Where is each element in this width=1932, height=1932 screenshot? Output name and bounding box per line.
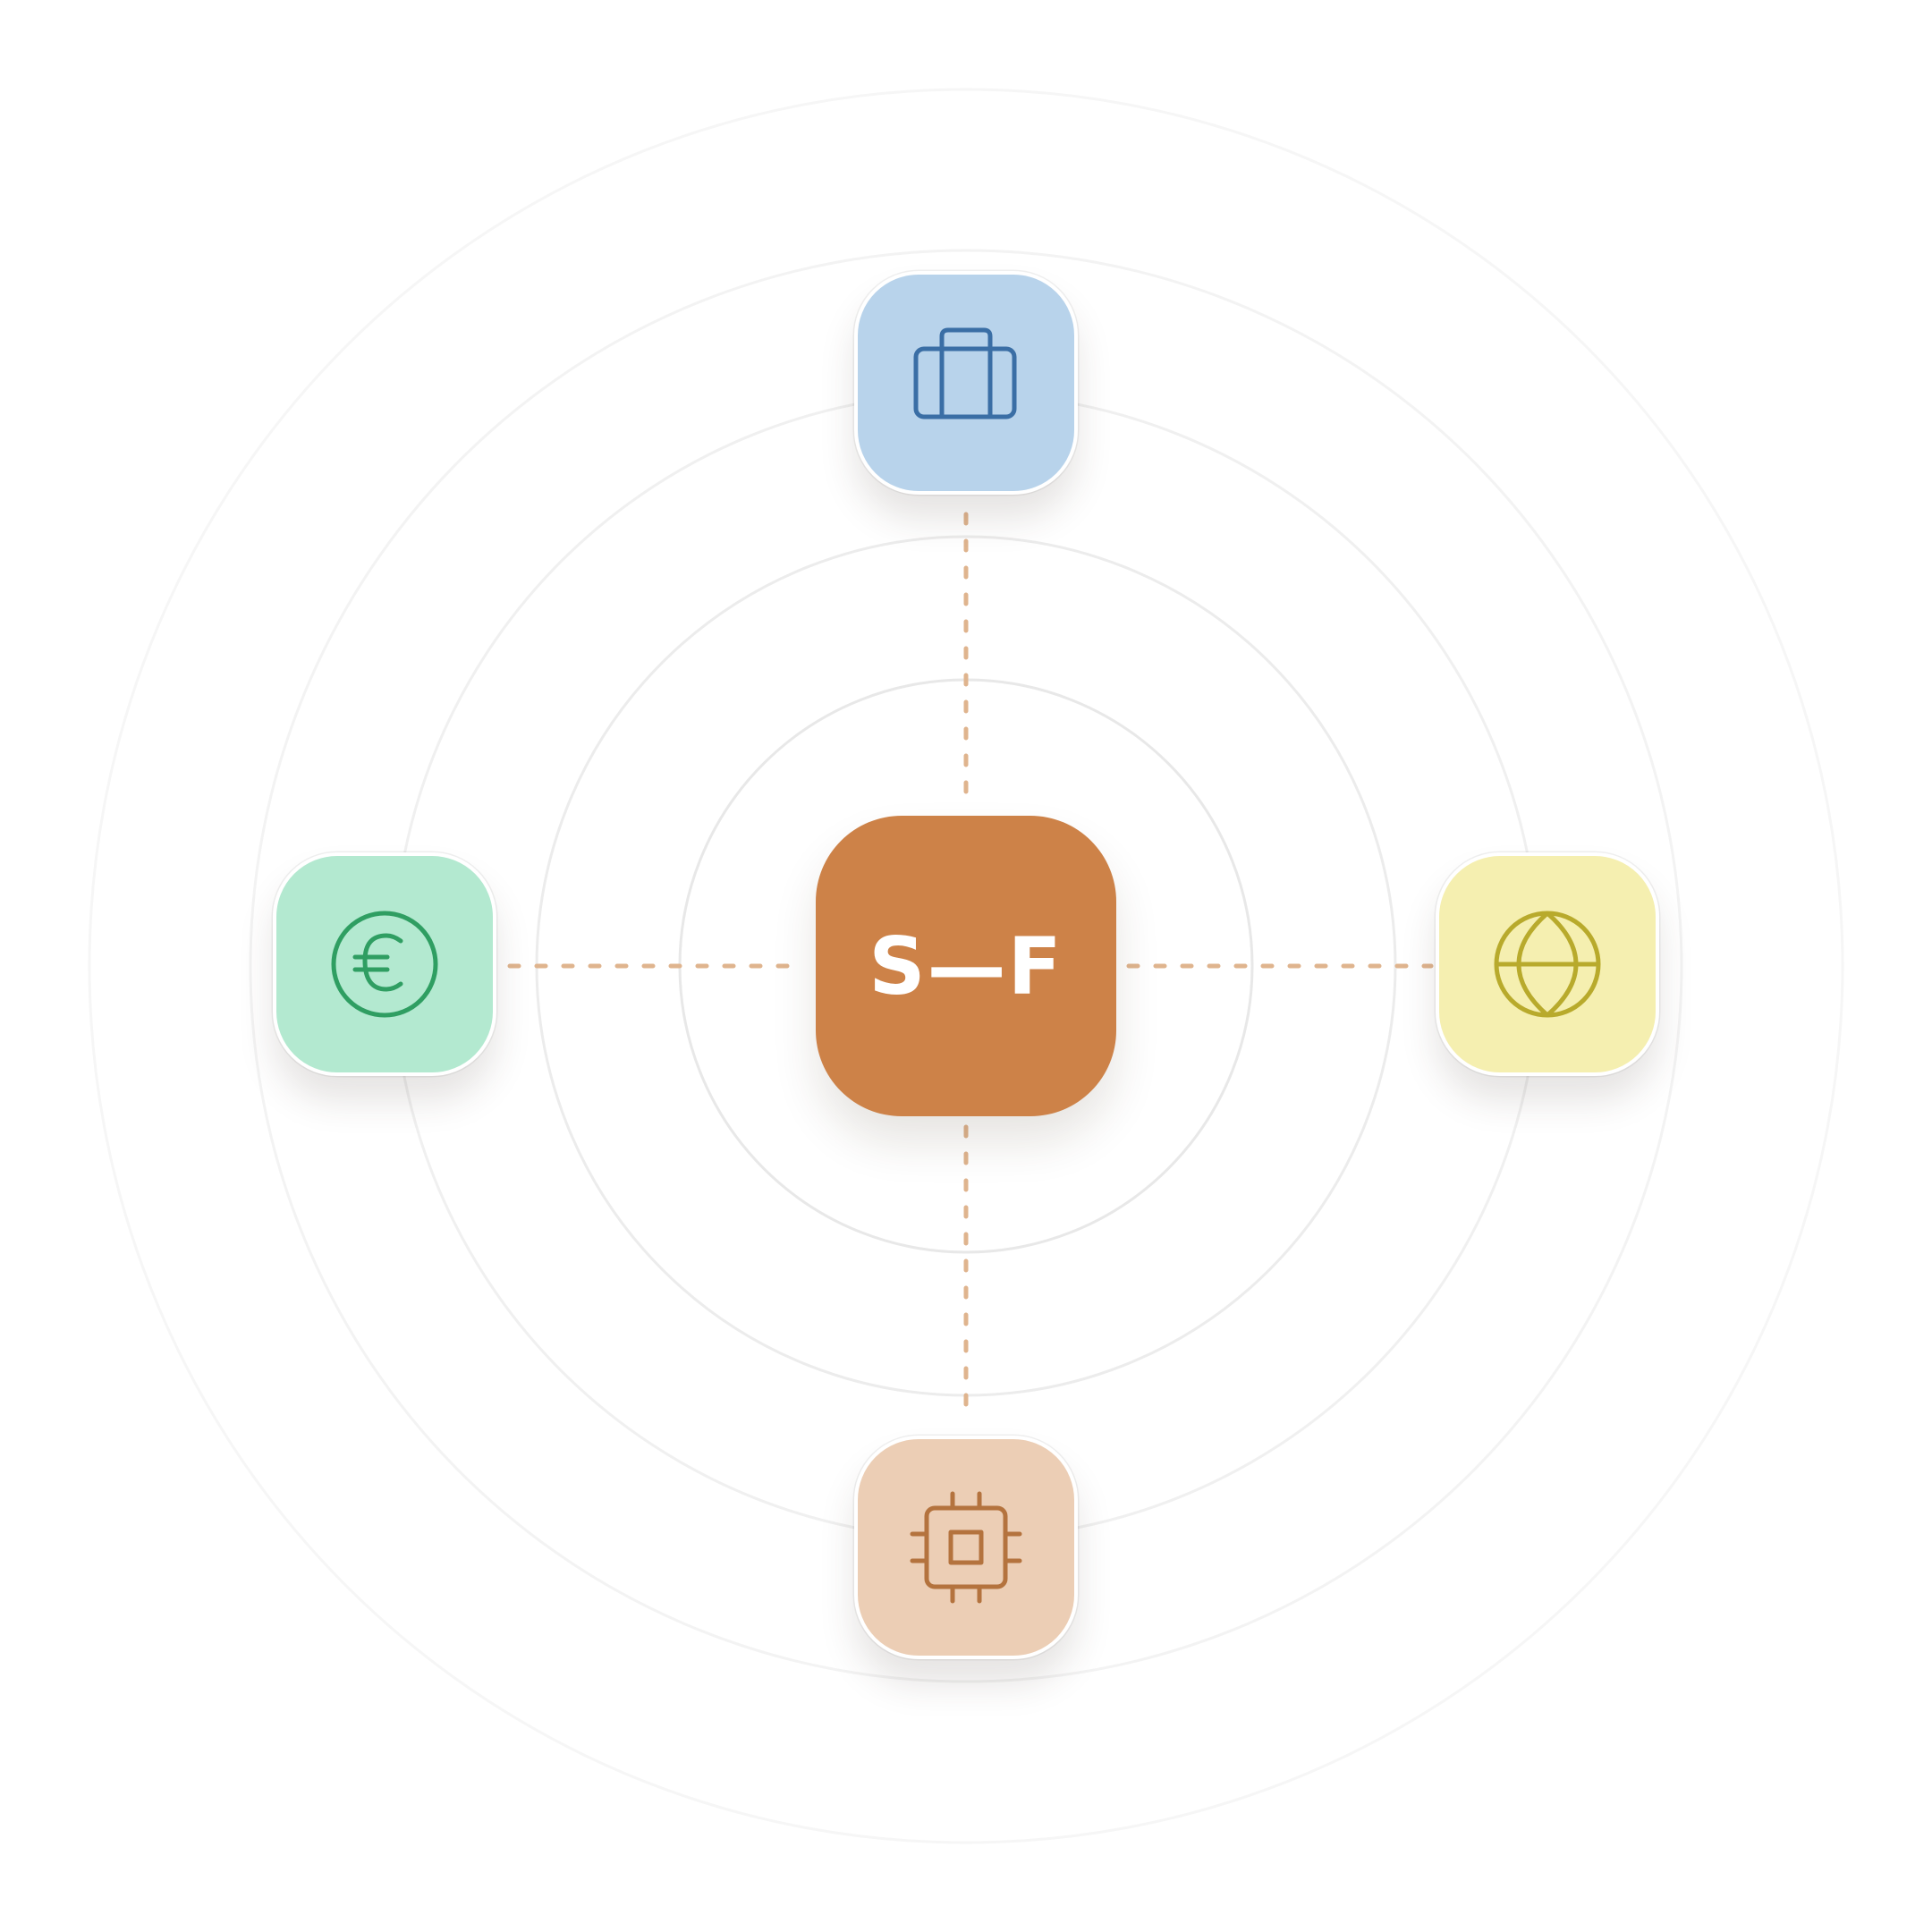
connectors xyxy=(507,512,1434,1425)
euro-coin-icon xyxy=(331,911,438,1018)
hub-label: S—F xyxy=(869,919,1063,1013)
node-left xyxy=(273,852,496,1076)
ring-4 xyxy=(249,249,1683,1683)
globe-icon xyxy=(1494,911,1601,1018)
cpu-chip-icon xyxy=(910,1491,1022,1604)
hub-logo: S—F xyxy=(816,816,1116,1116)
ring-5 xyxy=(88,88,1844,1844)
node-top xyxy=(854,271,1078,495)
node-bottom xyxy=(854,1436,1078,1659)
node-right xyxy=(1436,852,1659,1076)
briefcase-icon xyxy=(913,327,1017,419)
